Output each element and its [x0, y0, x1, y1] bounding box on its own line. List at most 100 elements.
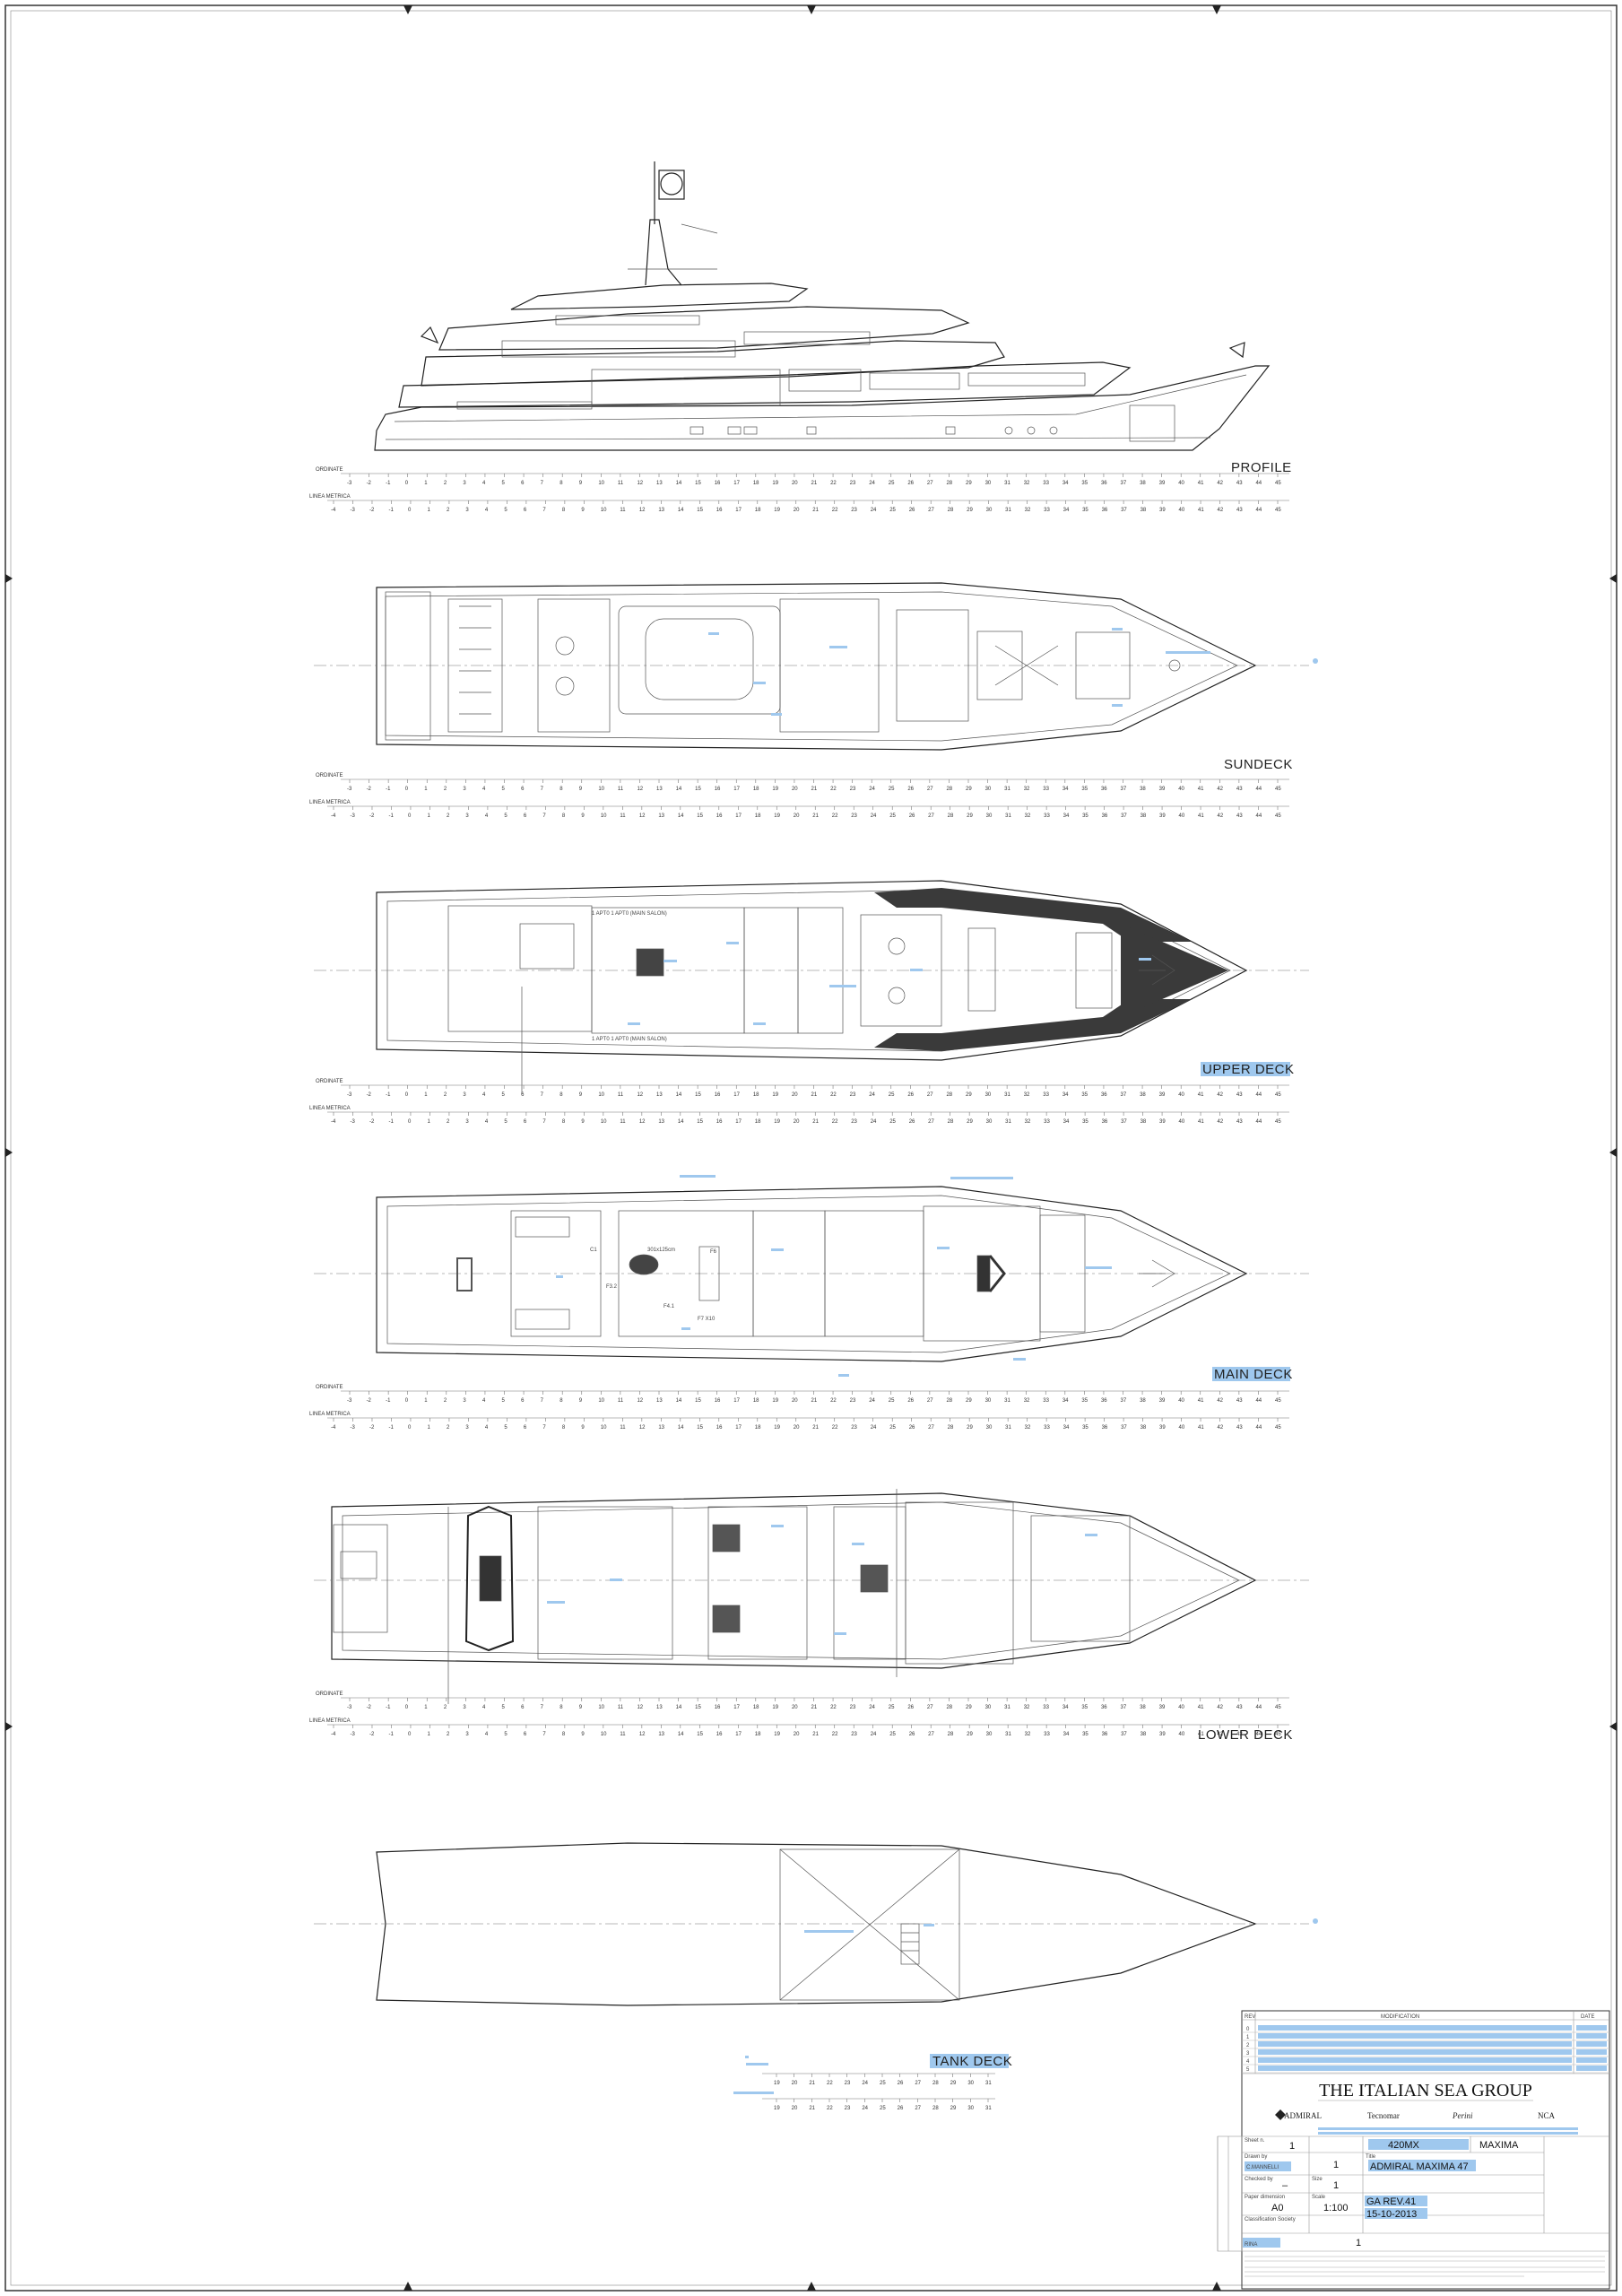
metric-tick: 34 — [1063, 1425, 1070, 1431]
metric-tick: 11 — [620, 1119, 626, 1125]
rev-row-highlight — [1258, 2049, 1572, 2055]
metric-tick: 30 — [986, 813, 993, 819]
ordinate-tick: 36 — [1101, 1398, 1107, 1404]
metric-tick: -4 — [331, 1732, 336, 1737]
metric-tick: 32 — [1025, 1732, 1031, 1737]
ordinate-tick: 9 — [579, 1705, 583, 1710]
metric-tick: 35 — [1082, 813, 1089, 819]
metric-tick: 22 — [832, 813, 838, 819]
metric-tick: 30 — [986, 1732, 993, 1737]
ordinate-tick: 2 — [444, 787, 447, 792]
metric-tick: 36 — [1102, 1425, 1108, 1431]
ordinate-tick: 15 — [695, 1705, 701, 1710]
metric-tick: 37 — [1121, 1119, 1127, 1125]
tank-deck-label: TANK DECK — [932, 2054, 1012, 2069]
ordinate-tick: 28 — [946, 481, 952, 486]
metric-tick: 9 — [581, 508, 585, 513]
metric-tick: 21 — [812, 813, 819, 819]
metric-tick: 4 — [485, 813, 489, 819]
metric-tick: 14 — [678, 1732, 684, 1737]
ordinate-tick: 45 — [1275, 787, 1281, 792]
tank-tick: 19 — [774, 2106, 780, 2111]
rev-date-highlight — [1576, 2041, 1607, 2047]
metric-tick: 29 — [967, 1732, 973, 1737]
upper-annot-bottom: 1 APT0 1 APT0 (MAIN SALON) — [592, 1037, 667, 1042]
lower-deck-view: LOWER DECK — [314, 1489, 1309, 1743]
ordinate-tick: -1 — [386, 1398, 391, 1404]
metric-tick: 30 — [986, 1425, 993, 1431]
ordinate-tick: 32 — [1024, 787, 1030, 792]
ordinate-tick: 44 — [1255, 787, 1262, 792]
ordinate-tick: -1 — [386, 481, 391, 486]
metric-tick: -4 — [331, 1119, 336, 1125]
ordinate-tick: 16 — [715, 1398, 721, 1404]
ordinate-tick: 1 — [424, 1705, 428, 1710]
ordinate-tick: 3 — [463, 787, 466, 792]
ordinate-tick: 38 — [1140, 1092, 1146, 1098]
label-checked: Checked by — [1245, 2177, 1273, 2182]
metric-tick: 14 — [678, 1425, 684, 1431]
metric-tick: 19 — [774, 508, 780, 513]
metric-tick: 27 — [928, 813, 934, 819]
ordinate-tick: 29 — [966, 787, 972, 792]
ordinate-tick: 45 — [1275, 1398, 1281, 1404]
metric-tick: 25 — [889, 1425, 896, 1431]
ordinate-tick: 37 — [1121, 1705, 1127, 1710]
ordinate-tick: 16 — [715, 787, 721, 792]
metric-tick: 18 — [755, 813, 761, 819]
metric-tick: 6 — [524, 508, 527, 513]
metric-tick: 0 — [408, 1732, 412, 1737]
ordinate-tick: 8 — [559, 1092, 563, 1098]
ordinate-tick: 33 — [1043, 787, 1049, 792]
label-sheet: Sheet n. — [1245, 2138, 1265, 2144]
label-format: Paper dimension — [1245, 2195, 1285, 2200]
tank-scale: 1919202021212222232324242525262627272828… — [762, 2073, 995, 2111]
ordinate-tick: 10 — [598, 1705, 604, 1710]
date-header: DATE — [1581, 2014, 1595, 2020]
metric-tick: 34 — [1063, 813, 1070, 819]
project-name: MAXIMA — [1479, 2140, 1519, 2151]
ordinate-tick: 30 — [985, 787, 992, 792]
ordinate-tick: 45 — [1275, 481, 1281, 486]
ordinate-tick: 6 — [521, 1705, 525, 1710]
metric-tick: 29 — [967, 813, 973, 819]
ordinate-caption: ORDINATE — [316, 1385, 343, 1390]
ordinate-tick: 19 — [772, 1092, 778, 1098]
metric-tick: -3 — [350, 1425, 355, 1431]
ordinate-tick: 42 — [1217, 1092, 1223, 1098]
paper-format: A0 — [1271, 2203, 1283, 2213]
metric-tick: 35 — [1082, 1732, 1089, 1737]
metric-tick: 1 — [427, 1732, 430, 1737]
metric-tick: 17 — [735, 508, 742, 513]
rev-date-highlight — [1576, 2057, 1607, 2063]
ordinate-tick: 40 — [1178, 1705, 1184, 1710]
ordinate-tick: 43 — [1236, 1705, 1243, 1710]
tank-tick: 24 — [862, 2106, 868, 2111]
metric-tick: 38 — [1141, 1119, 1147, 1125]
project-code: 420MX — [1388, 2140, 1420, 2151]
metric-tick: 30 — [986, 1119, 993, 1125]
ordinate-tick: 31 — [1004, 1398, 1010, 1404]
ordinate-tick: 31 — [1004, 1092, 1010, 1098]
ordinate-tick: 43 — [1236, 1092, 1243, 1098]
ordinate-tick: 19 — [772, 787, 778, 792]
metric-tick: 31 — [1005, 1425, 1011, 1431]
modification-header: MODIFICATION — [1381, 2014, 1419, 2020]
metric-tick: 16 — [716, 1732, 723, 1737]
metric-tick: 11 — [620, 813, 626, 819]
ordinate-tick: 32 — [1024, 1705, 1030, 1710]
metric-tick: 39 — [1159, 508, 1166, 513]
metric-tick: 16 — [716, 1425, 723, 1431]
ordinate-tick: 4 — [482, 787, 486, 792]
metric-tick: 5 — [504, 1425, 507, 1431]
metric-tick: 33 — [1044, 508, 1050, 513]
metric-tick: 38 — [1141, 1732, 1147, 1737]
drawing-scale: 1:100 — [1323, 2203, 1349, 2213]
metric-tick: 45 — [1275, 1732, 1281, 1737]
drawing-title: ADMIRAL MAXIMA 47 — [1370, 2161, 1469, 2172]
ordinate-tick: 15 — [695, 1092, 701, 1098]
upper-deck-label: UPPER DECK — [1202, 1062, 1295, 1077]
rev-row-number: 0 — [1246, 2027, 1250, 2032]
